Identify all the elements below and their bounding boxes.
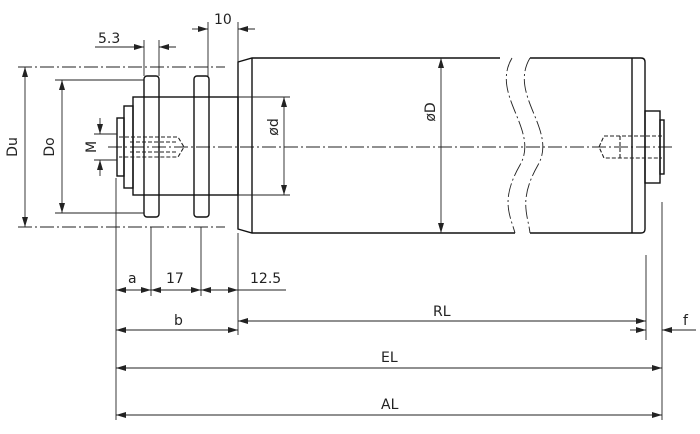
label-Do: Do [42,137,58,156]
label-10: 10 [214,12,232,28]
label-5-3: 5.3 [98,31,120,47]
label-b: b [174,313,183,329]
label-oD: øD [423,102,439,121]
label-M: M [84,141,100,153]
label-17: 17 [166,271,184,287]
label-12-5: 12.5 [250,271,281,287]
label-a: a [128,271,137,287]
label-od: ød [266,118,282,135]
sprocket-hub [116,75,239,218]
tube [237,57,646,234]
label-RL: RL [433,304,451,320]
label-EL: EL [381,350,398,366]
label-AL: AL [381,397,399,413]
right-axle-end [598,110,665,184]
label-Du: Du [5,137,21,157]
label-f: f [683,313,689,329]
